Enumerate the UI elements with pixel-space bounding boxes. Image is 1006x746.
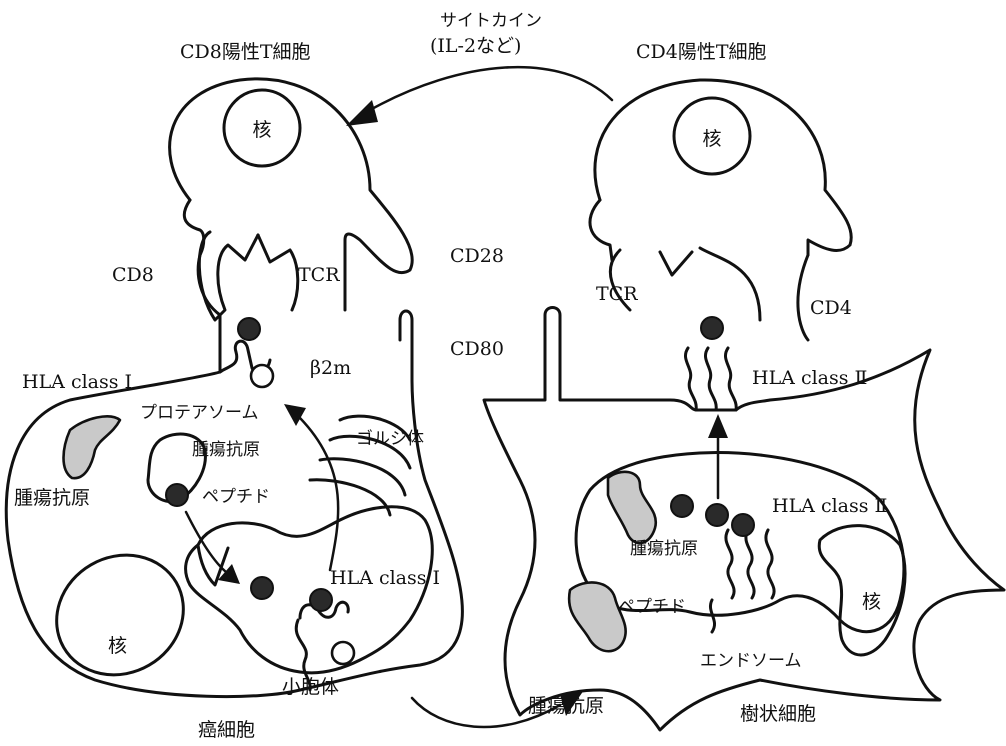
arrow-to-proteasome	[300, 418, 338, 570]
vesicle-peptide	[310, 589, 332, 611]
cd8-label: CD8	[112, 264, 154, 286]
cd4-peptide	[701, 317, 723, 339]
cd4-nucleus-label: 核	[702, 128, 721, 150]
cytokine-arrowhead	[346, 100, 378, 126]
hla-class-i-surface-label: HLA class Ⅰ	[22, 371, 132, 393]
tcr-left-label: TCR	[298, 264, 340, 286]
hla-class-i-inner-label: HLA class Ⅰ	[330, 567, 440, 589]
beta2m-label: β2m	[310, 357, 351, 379]
tumor-antigen-dc-inner-label: 腫瘍抗原	[630, 539, 698, 559]
vesicle-beta2m	[332, 642, 354, 664]
arrowhead-hla-ii	[708, 414, 728, 438]
cancer-nucleus-label: 核	[108, 635, 127, 657]
peptide-right-label: ペプチド	[618, 597, 686, 617]
hla-class-ii-inner-label: HLA class Ⅱ	[772, 495, 887, 517]
dendritic-cell-label: 樹状細胞	[740, 703, 816, 725]
peptide-dot-2	[251, 577, 273, 599]
tumor-antigen-left-label: 腫瘍抗原	[14, 487, 90, 509]
cancer-cell-label: 癌細胞	[198, 719, 255, 741]
dc-peptide-1	[671, 495, 693, 517]
cancer-nucleus-ellipse	[35, 532, 206, 697]
cytokine-label-line1: サイトカイン	[440, 11, 542, 31]
peptide-dot-1	[166, 484, 188, 506]
dc-peptide-2	[706, 504, 728, 526]
cytokine-arrow	[370, 67, 612, 110]
cytokine-label-line2: (IL-2など)	[430, 35, 521, 57]
beta2m-circle	[251, 365, 273, 387]
vesicle-label: 小胞体	[282, 676, 339, 698]
cd8-nucleus-label: 核	[252, 119, 271, 141]
proteasome-label: プロテアソーム	[140, 403, 259, 423]
tcr-right-label: TCR	[596, 283, 638, 305]
cd4-label: CD4	[810, 297, 852, 319]
dc-peptide-3	[732, 514, 754, 536]
golgi-label: ゴルジ体	[356, 428, 424, 449]
peptide-left-label: ペプチド	[202, 487, 270, 507]
cd80-label: CD80	[450, 338, 504, 360]
tumor-antigen-inner-label: 腫瘍抗原	[192, 440, 260, 460]
cd8-t-cell-title: CD8陽性T細胞	[180, 41, 311, 63]
cd4-t-cell-title: CD4陽性T細胞	[636, 41, 767, 63]
dc-nucleus-label: 核	[862, 591, 881, 613]
endosome-label: エンドソーム	[700, 651, 802, 671]
surface-peptide-top	[238, 318, 260, 340]
cd28-label: CD28	[450, 245, 504, 267]
